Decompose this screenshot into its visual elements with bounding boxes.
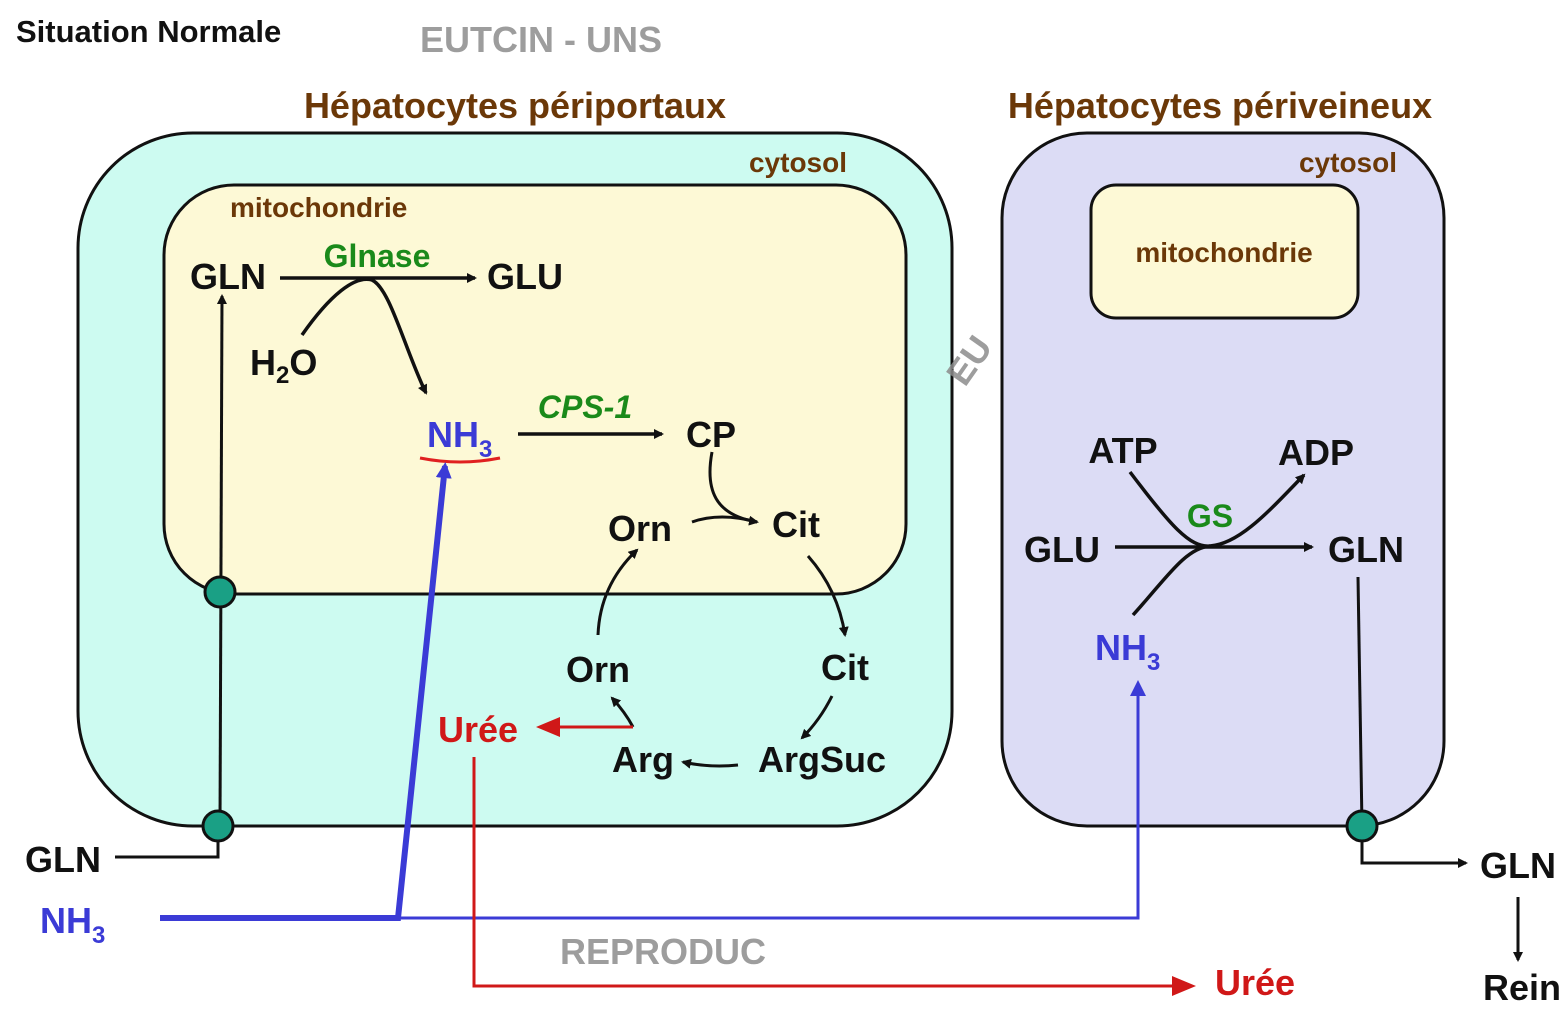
cit-export-arrow xyxy=(806,555,849,637)
gln-output-arrow xyxy=(1360,841,1468,868)
membrane-gln-transporter xyxy=(201,809,235,843)
uree-export-arrow xyxy=(472,757,1196,996)
enzyme-cps1: CPS-1 xyxy=(538,389,632,425)
enzyme-glnase: Glnase xyxy=(324,238,431,274)
watermark-bottom-left: REPRODUC xyxy=(560,931,766,972)
atp: ATP xyxy=(1088,430,1157,471)
uree-cyto: Urée xyxy=(438,709,518,750)
periportal-hepatocyte: Hépatocytes périportaux cytosol mitochon… xyxy=(76,85,954,843)
cit-cyto: Cit xyxy=(821,647,869,688)
uree-output: Urée xyxy=(1215,962,1295,1003)
orn-mito: Orn xyxy=(608,508,672,549)
perivenous-hepatocyte: Hépatocytes périveineux cytosol mitochon… xyxy=(1000,85,1446,843)
orn-to-cit-arrow xyxy=(691,515,758,524)
page-title: Situation Normale xyxy=(16,14,281,49)
gln-input: GLN xyxy=(25,839,101,880)
periportal-title: Hépatocytes périportaux xyxy=(304,85,726,126)
gln-mito: GLN xyxy=(190,256,266,297)
periportal-mitochondria xyxy=(162,183,908,596)
gln-import-line xyxy=(216,294,227,827)
nh3-underline xyxy=(419,456,501,464)
rein: Rein xyxy=(1483,967,1561,1008)
enzyme-gs: GS xyxy=(1187,498,1233,534)
nh3-to-gs-line xyxy=(1131,544,1211,617)
h2o: H2O xyxy=(250,342,317,389)
gln-cyto: GLN xyxy=(1328,529,1404,570)
argsuc-to-arg-arrow xyxy=(681,758,739,769)
nh3-perivenous: NH3 xyxy=(1095,627,1160,676)
periportal-cytosol-label: cytosol xyxy=(749,147,847,178)
blood-flows: GLN NH3 Urée GLN Rein xyxy=(25,462,1561,1008)
gln-output: GLN xyxy=(1480,845,1556,886)
watermark-top-right: EUTCIN - UNS xyxy=(420,19,662,60)
adp: ADP xyxy=(1278,432,1354,473)
h2o-to-nh3-arrow xyxy=(300,277,428,395)
perivenous-title: Hépatocytes périveineux xyxy=(1008,85,1432,126)
cit-mito: Cit xyxy=(772,504,820,545)
glu-mito: GLU xyxy=(487,256,563,297)
periportal-mito-label: mitochondrie xyxy=(230,192,407,223)
arg: Arg xyxy=(612,739,674,780)
cp: CP xyxy=(686,414,736,455)
perivenous-mitochondria xyxy=(1089,183,1360,320)
arg-to-orn-arrow xyxy=(610,696,635,728)
perivenous-gln-transporter xyxy=(1345,809,1379,843)
nh3-input: NH3 xyxy=(40,900,105,949)
nh3-mito: NH3 xyxy=(427,414,492,463)
nh3-perivenous-arrow xyxy=(398,680,1146,920)
orn-cyto: Orn xyxy=(566,649,630,690)
atp-to-adp-arrow xyxy=(1128,470,1306,548)
cit-to-argsuc-arrow xyxy=(800,695,834,740)
glu-cyto: GLU xyxy=(1024,529,1100,570)
gln-export-line xyxy=(1356,576,1364,827)
orn-import-arrow xyxy=(596,548,639,636)
argsuc: ArgSuc xyxy=(758,739,886,780)
gln-input-line xyxy=(115,840,220,859)
perivenous-mito-label: mitochondrie xyxy=(1135,237,1312,268)
mito-gln-transporter xyxy=(203,575,237,609)
perivenous-cytosol-label: cytosol xyxy=(1299,147,1397,178)
